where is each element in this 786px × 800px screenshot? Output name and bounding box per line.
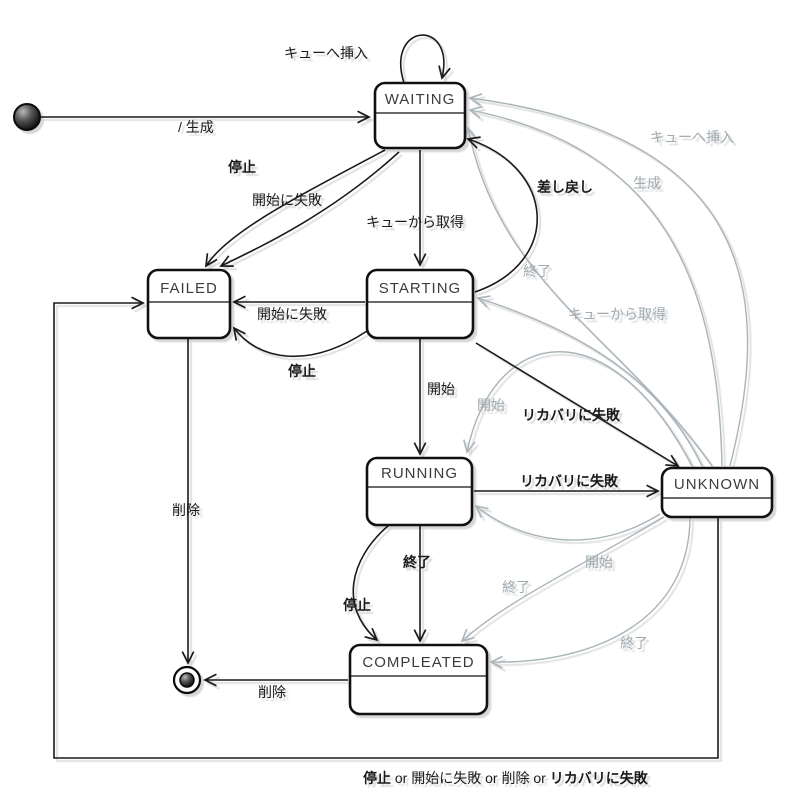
main-transitions-layer — [41, 34, 719, 759]
transition-starting-to-failed-stop — [232, 326, 368, 358]
transition-label-compleated-to-final: 削除 — [258, 684, 286, 700]
transition-unknown-to-failed — [53, 296, 719, 759]
transition-labels-layer: / 生成キューへ挿入キューから取得差し戻し停止開始に失敗開始に失敗停止開始リカバ… — [172, 45, 734, 786]
transition-unknown-to-running-start-2 — [474, 504, 661, 541]
transition-unknown-to-waiting-end — [463, 126, 713, 467]
transition-running-to-compleated-stop — [352, 524, 390, 642]
transition-unknown-to-waiting-create — [468, 105, 723, 467]
state-title-unknown: UNKNOWN — [674, 476, 760, 493]
recovery-transitions-layer — [460, 93, 749, 669]
transition-label-starting-to-unknown: リカバリに失敗 — [522, 407, 621, 423]
initial-state — [13, 103, 41, 131]
transition-label-unknown-to-failed: 停止 or 開始に失敗 or 削除 or リカバリに失敗 — [363, 770, 649, 786]
transition-label-running-to-compleated-stop: 停止 — [343, 597, 371, 613]
state-starting: STARTING — [365, 268, 475, 340]
transition-starting-to-waiting — [466, 136, 538, 293]
transition-label-waiting-to-failed-stop: 停止 — [228, 159, 256, 175]
state-unknown: UNKNOWN — [660, 466, 774, 519]
transition-label-unknown-to-compleated-end-1: 終了 — [502, 579, 530, 595]
transition-waiting-to-failed-stop — [204, 149, 386, 268]
transition-label-initial-to-waiting: / 生成 — [178, 119, 214, 135]
transition-label-starting-to-failed-stop: 停止 — [288, 363, 316, 379]
transition-label-unknown-to-compleated-end-2: 終了 — [620, 635, 648, 651]
transition-label-starting-to-failed-fail: 開始に失敗 — [257, 306, 327, 322]
state-title-compleated: COMPLEATED — [362, 654, 474, 671]
transition-label-unknown-to-starting-dequeue: キューから取得 — [568, 306, 666, 322]
transition-unknown-to-compleated-end-2 — [489, 516, 691, 669]
state-running: RUNNING — [365, 456, 474, 527]
transition-label-unknown-to-waiting-end: 終了 — [523, 263, 551, 279]
state-title-failed: FAILED — [160, 280, 218, 297]
states-layer: WAITING FAILED STARTING RUNNING UNKNOWN COMPL… — [13, 81, 774, 716]
state-title-waiting: WAITING — [385, 91, 456, 108]
transition-label-starting-to-waiting: 差し戻し — [537, 179, 593, 195]
transition-unknown-to-starting-dequeue — [476, 295, 703, 467]
state-waiting: WAITING — [373, 81, 467, 150]
transition-waiting-self-loop — [399, 34, 451, 84]
final-state — [172, 665, 202, 695]
transition-label-unknown-to-running-start-2: 開始 — [585, 554, 613, 570]
transition-unknown-to-compleated-end-1 — [460, 516, 665, 643]
state-compleated: COMPLEATED — [348, 643, 489, 716]
transition-label-unknown-to-waiting-create: 生成 — [633, 175, 661, 191]
transition-label-unknown-to-running-start-1: 開始 — [477, 397, 505, 413]
state-failed: FAILED — [146, 268, 232, 340]
transition-label-running-to-unknown: リカバリに失敗 — [520, 473, 619, 489]
transition-label-waiting-to-starting: キューから取得 — [366, 214, 464, 230]
transition-label-starting-to-running: 開始 — [427, 381, 455, 397]
state-title-running: RUNNING — [381, 465, 458, 482]
transition-label-waiting-self-loop: キューへ挿入 — [284, 45, 368, 61]
transition-label-failed-to-final: 削除 — [172, 502, 200, 518]
transition-starting-to-unknown — [475, 342, 680, 467]
transition-label-unknown-to-waiting-enqueue: キューへ挿入 — [650, 129, 734, 145]
transition-unknown-to-running-start-1 — [463, 351, 693, 467]
transition-label-running-to-compleated: 終了 — [403, 554, 431, 570]
transition-label-waiting-to-failed-start: 開始に失敗 — [252, 192, 322, 208]
state-title-starting: STARTING — [379, 280, 461, 297]
transition-waiting-to-failed-start — [219, 151, 400, 267]
transition-unknown-to-waiting-enqueue — [468, 93, 749, 467]
